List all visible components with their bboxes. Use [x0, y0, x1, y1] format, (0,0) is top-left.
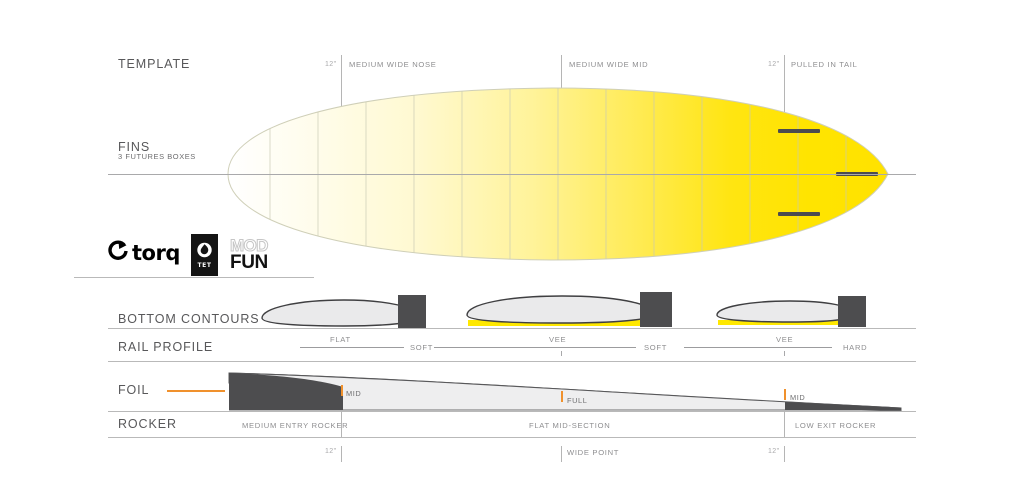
rail-label-soft-2: SOFT — [644, 343, 668, 352]
foil-accent-line — [167, 390, 225, 392]
dim-nose-top: 12" — [325, 61, 337, 68]
label-pulled-in-tail: PULLED IN TAIL — [791, 60, 858, 69]
foil-tick-mid — [561, 391, 563, 402]
rail-segment-line-2 — [434, 347, 636, 348]
rail-tick-tail — [784, 351, 785, 356]
divider-rocker — [108, 437, 916, 438]
center-stringer-line — [108, 174, 916, 175]
foil-label-full: FULL — [567, 396, 588, 405]
divider-under-logo — [74, 277, 314, 278]
rail-label-hard: HARD — [843, 343, 868, 352]
row-title-rail-profile: RAIL PROFILE — [118, 340, 214, 354]
row-title-fins: FINS — [118, 140, 151, 154]
dim-tail-top: 12" — [768, 61, 780, 68]
cross-section-vee-tail — [712, 296, 872, 329]
rocker-divider-entry — [341, 411, 342, 437]
rocker-zone-entry: MEDIUM ENTRY ROCKER — [242, 421, 349, 430]
rocker-zone-exit: LOW EXIT ROCKER — [795, 421, 877, 430]
guide-line-bottom-center — [561, 446, 562, 462]
label-medium-wide-mid: MEDIUM WIDE MID — [569, 60, 649, 69]
cross-section-vee-mid — [462, 290, 680, 329]
rocker-divider-exit — [784, 411, 785, 437]
rail-label-flat: FLAT — [330, 335, 351, 344]
row-title-foil: FOIL — [118, 383, 150, 397]
brand-wordmark: torq — [132, 241, 180, 265]
dim-bottom-right: 12" — [768, 448, 780, 455]
tet-badge-text: TET — [197, 262, 212, 269]
divider-foil — [108, 411, 916, 412]
row-title-template: TEMPLATE — [118, 57, 191, 71]
foil-label-mid-tail: MID — [790, 393, 806, 402]
rail-label-vee-1: VEE — [549, 335, 567, 344]
divider-bottom-contours — [108, 328, 916, 329]
tet-badge: TET — [191, 234, 218, 276]
rail-label-soft-1: SOFT — [410, 343, 434, 352]
guide-line-bottom-right — [784, 446, 785, 462]
rail-label-vee-2: VEE — [776, 335, 794, 344]
fin-box-right — [778, 212, 820, 216]
torq-mark-icon — [108, 240, 128, 267]
rail-segment-line-1 — [300, 347, 404, 348]
fin-box-left — [778, 129, 820, 133]
board-foil-side-view — [225, 369, 905, 414]
foil-label-mid-nose: MID — [346, 389, 362, 398]
foil-tick-nose — [341, 385, 343, 396]
cross-section-flat — [258, 292, 438, 329]
row-subtitle-fins: 3 FUTURES BOXES — [118, 152, 196, 161]
model-name: FUN — [230, 252, 268, 273]
foil-tick-tail — [784, 389, 786, 400]
label-wide-point: WIDE POINT — [567, 448, 620, 457]
rail-tick-mid — [561, 351, 562, 356]
rail-segment-line-3 — [684, 347, 832, 348]
rocker-zone-mid: FLAT MID-SECTION — [529, 421, 611, 430]
divider-rail-profile — [108, 361, 916, 362]
label-medium-wide-nose: MEDIUM WIDE NOSE — [349, 60, 437, 69]
row-title-rocker: ROCKER — [118, 417, 177, 431]
dim-bottom-left: 12" — [325, 448, 337, 455]
guide-line-bottom-left — [341, 446, 342, 462]
model-prefix: MOD — [230, 236, 269, 256]
row-title-bottom-contours: BOTTOM CONTOURS — [118, 312, 260, 326]
